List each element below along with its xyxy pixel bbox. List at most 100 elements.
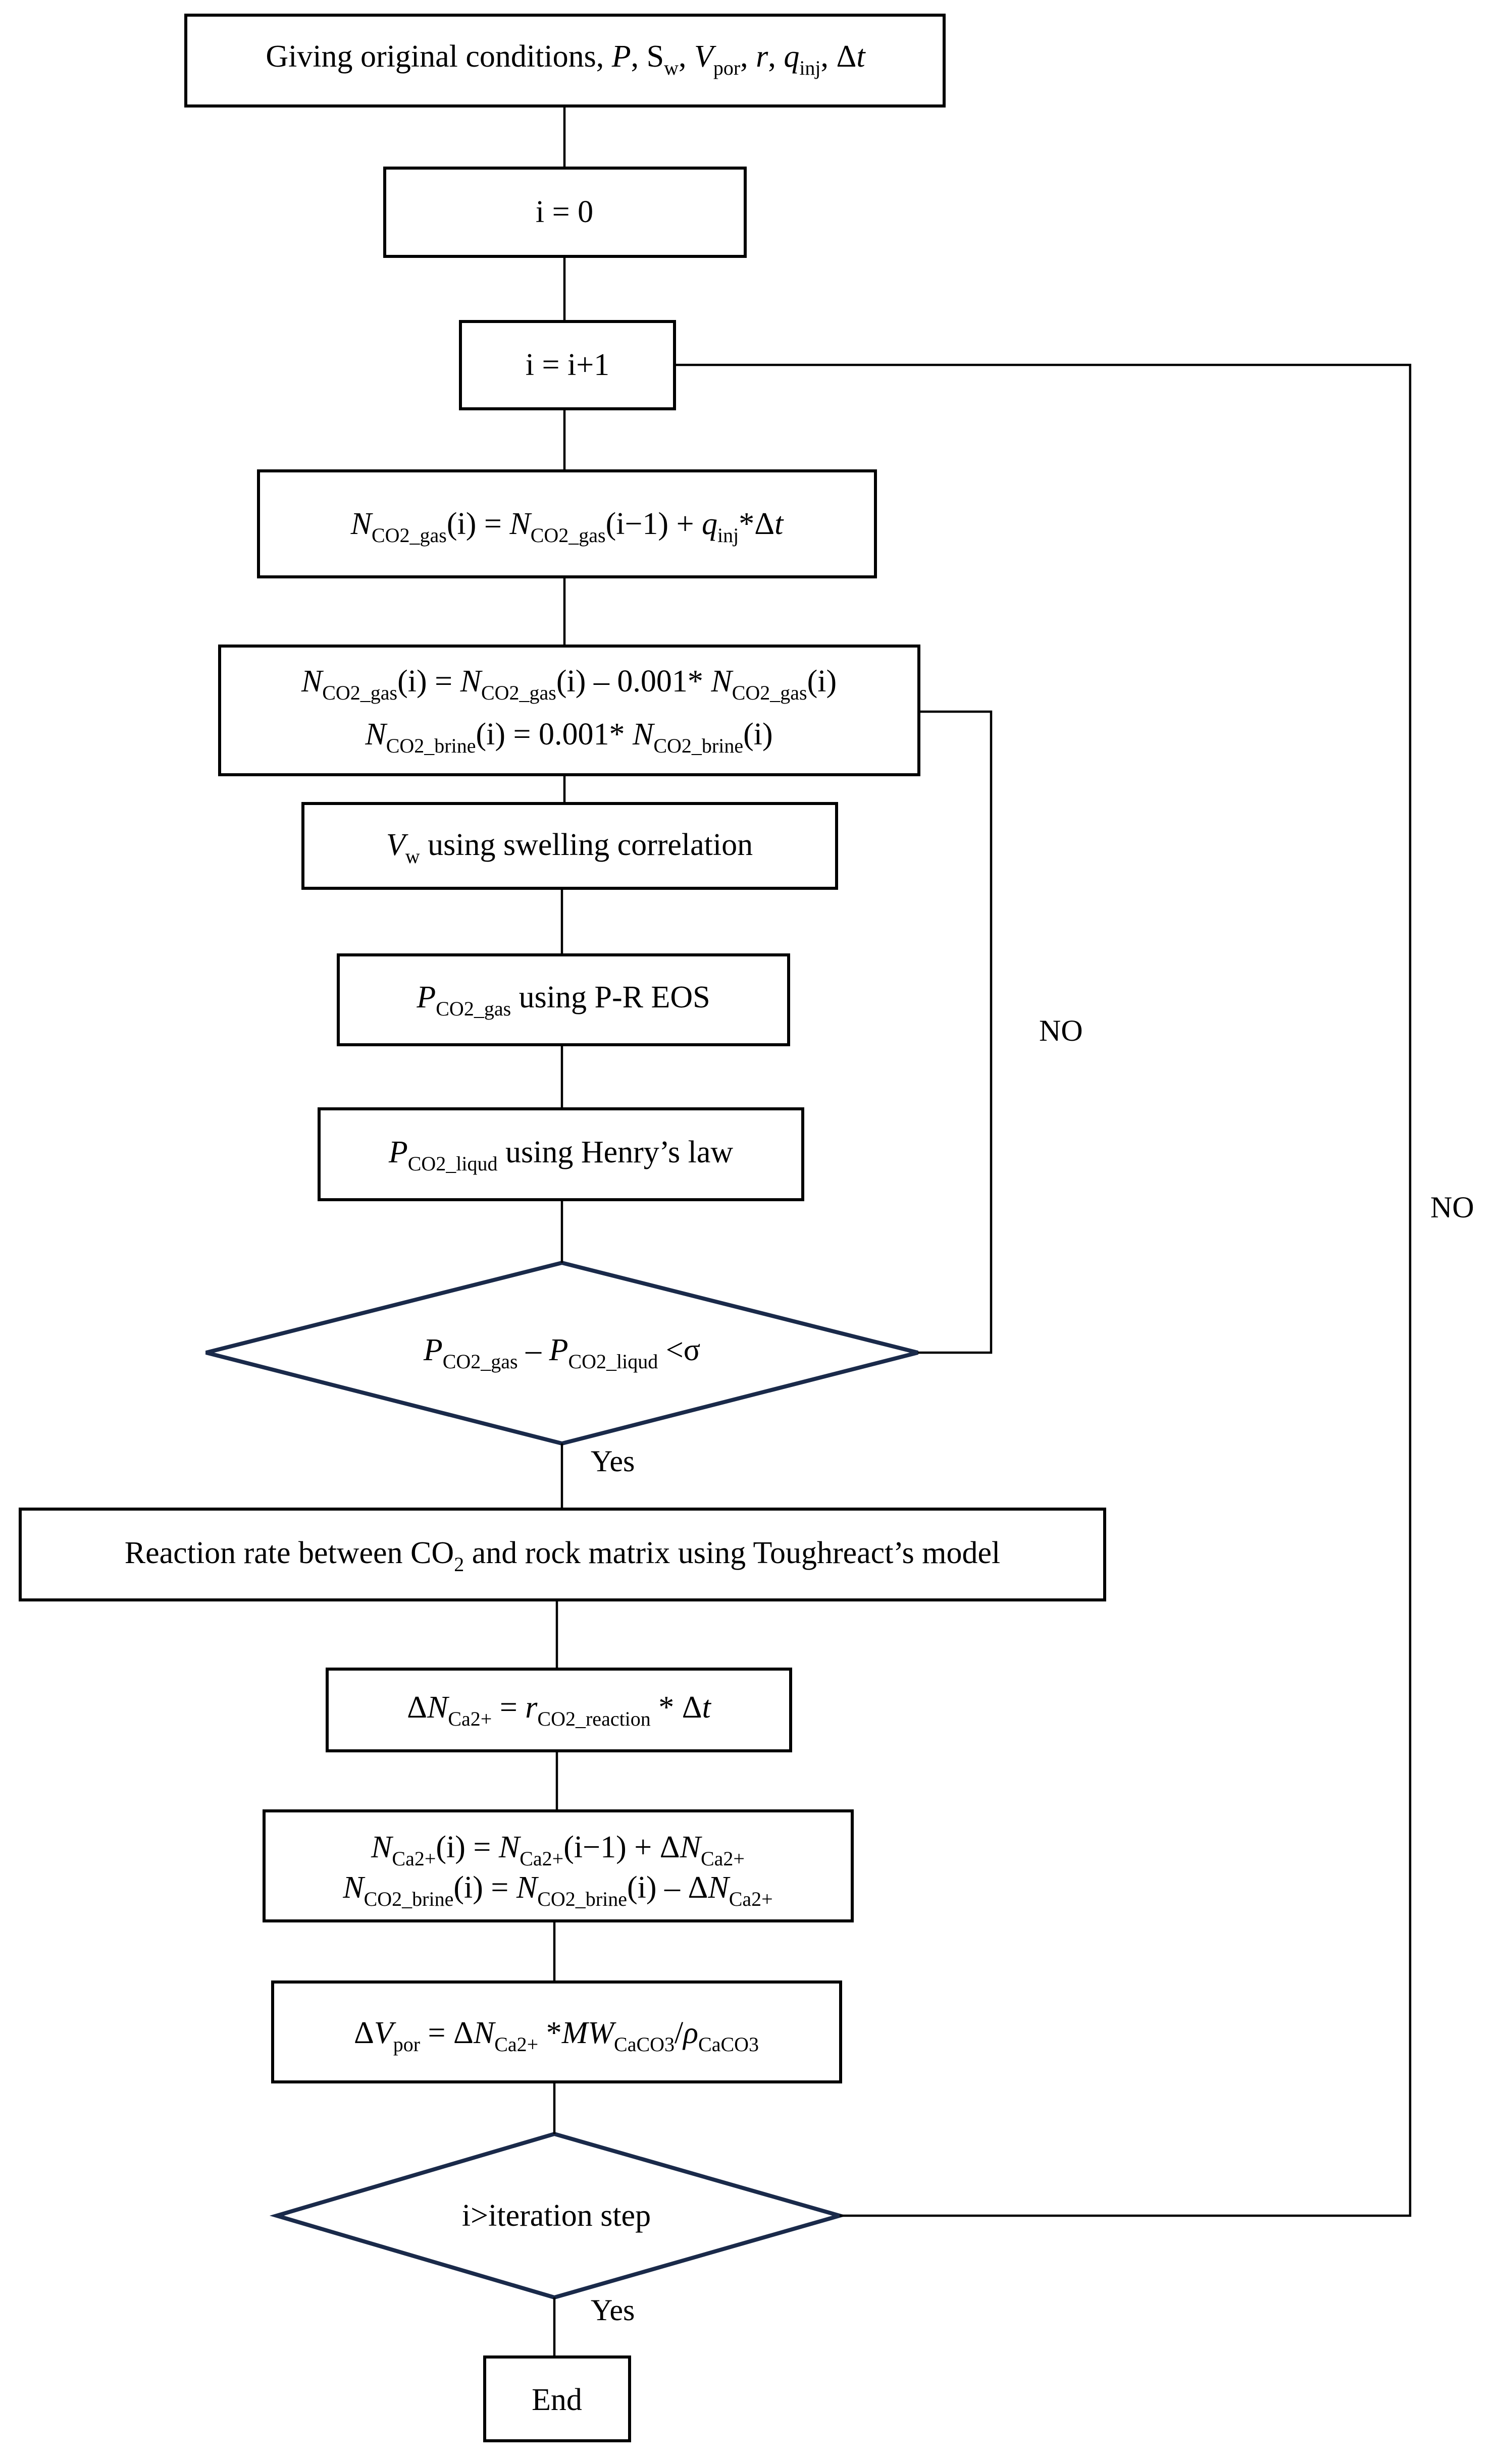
start-part: t [856, 39, 866, 74]
update-line2-part: N [342, 1870, 366, 1905]
reaction-part: and rock matrix using Toughreact’s model [464, 1536, 1000, 1570]
incr-i-part: i = i+1 [526, 348, 609, 382]
ca-update-box [263, 1809, 854, 1922]
transfer-line2-part: N [632, 717, 655, 752]
ca-update-text-line1: NCa2+(i) = NCa2+(i−1) + ΔNCa2+ [371, 1830, 745, 1870]
start-part: q [784, 39, 799, 74]
transfer-line1-part: CO2_gas [322, 681, 397, 704]
transfer-line2-part: CO2_brine [653, 734, 743, 757]
porosity-part: N [473, 2016, 496, 2050]
porosity-part: por [393, 2033, 420, 2056]
update-line2-part: CO2_brine [364, 1888, 454, 1910]
n-gas-update-text: NCO2_gas(i) = NCO2_gas(i−1) + qinj*Δt [350, 507, 785, 547]
delta-ca-text: ΔNCa2+ = rCO2_reaction * Δt [407, 1690, 712, 1730]
reaction-part: 2 [454, 1553, 464, 1576]
transfer-box [218, 645, 920, 776]
swelling-box [301, 802, 838, 890]
n-gas-part: *Δ [739, 507, 774, 541]
start-part: , [740, 39, 756, 74]
transfer-line2-part: N [365, 717, 388, 752]
no-outer-label: NO [1430, 1191, 1474, 1224]
update-line1-part: (i−1) + Δ [563, 1830, 680, 1864]
porosity-part: Δ [354, 2016, 374, 2050]
init-i-box [383, 167, 747, 258]
start-part: , Δ [821, 39, 857, 74]
start-part: Giving original conditions, [266, 39, 611, 74]
update-line1-part: Ca2+ [520, 1847, 563, 1870]
henry-part: CO2_liqud [408, 1152, 498, 1175]
iteration-check-text: i>iteration step [462, 2199, 651, 2233]
transfer-text-line2: NCO2_brine(i) = 0.001* NCO2_brine(i) [365, 717, 772, 757]
n-gas-part: CO2_gas [372, 524, 447, 547]
transfer-line1-part: CO2_gas [481, 681, 556, 704]
start-part: por [713, 57, 740, 79]
update-line1-part: N [371, 1830, 394, 1864]
transfer-line1-part: N [710, 664, 734, 699]
arrow-no-loop-inner [918, 710, 993, 1354]
start-part: V [694, 39, 716, 74]
connectors [553, 106, 1412, 2357]
update-line2-part: (i) – Δ [627, 1870, 708, 1905]
transfer-line1-part: N [301, 664, 324, 699]
n-gas-part: (i−1) + [606, 507, 702, 541]
start-part: , [768, 39, 784, 74]
transfer-line1-part: CO2_gas [732, 681, 807, 704]
transfer-line1-part: (i) – 0.001* [556, 664, 711, 699]
henry-part: P [388, 1135, 408, 1169]
update-line2-part: N [516, 1870, 539, 1905]
porosity-text: ΔVpor = ΔNCa2+ *MWCaCO3/ρCaCO3 [354, 2016, 759, 2056]
update-line2-part: (i) = [453, 1870, 516, 1905]
reaction-part: Reaction rate between CO [125, 1536, 454, 1570]
start-part: P [611, 39, 631, 74]
n-gas-update-box [257, 469, 877, 578]
start-part: w [664, 57, 679, 79]
swelling-part: w [405, 845, 420, 868]
reaction-text: Reaction rate between CO2 and rock matri… [125, 1536, 1001, 1576]
update-line2-part: N [707, 1870, 731, 1905]
transfer-line2-part: CO2_brine [386, 734, 476, 757]
henry-box [318, 1107, 804, 1201]
delta-ca-part: Δ [407, 1690, 427, 1725]
update-line1-part: Ca2+ [392, 1847, 436, 1870]
porosity-part: CaCO3 [614, 2033, 675, 2056]
update-line2-part: CO2_brine [537, 1888, 627, 1910]
delta-ca-part: = [492, 1690, 525, 1725]
pr-eos-text: PCO2_gas using P-R EOS [416, 980, 710, 1020]
delta-ca-part: * Δ [651, 1690, 702, 1725]
increment-i-box [459, 320, 676, 410]
yes-iteration-label: Yes [591, 2293, 635, 2327]
swelling-part: using swelling correlation [420, 828, 753, 862]
no-inner-label: NO [1039, 1014, 1083, 1047]
check-pressure-part: – [518, 1333, 549, 1367]
porosity-part: * [538, 2016, 562, 2050]
pr-eos-part: P [416, 980, 436, 1014]
init-i-text: i = 0 [536, 195, 593, 229]
check-pressure-part: CO2_liqud [568, 1350, 658, 1373]
end-part: End [532, 2383, 582, 2417]
n-gas-part: q [702, 507, 717, 541]
start-part: inj [799, 57, 820, 79]
porosity-box [271, 1980, 842, 2083]
transfer-line2-part: (i) = 0.001* [476, 717, 632, 752]
porosity-part: MW [561, 2016, 617, 2050]
transfer-line1-part: (i) = [397, 664, 460, 699]
update-line1-part: Ca2+ [701, 1847, 745, 1870]
check-pressure-part: P [549, 1333, 568, 1367]
end-box [483, 2355, 631, 2442]
start-box [184, 14, 946, 108]
henry-part: using Henry’s law [498, 1135, 734, 1169]
swelling-part: V [386, 828, 408, 862]
end-text: End [532, 2383, 582, 2417]
delta-ca-part: CO2_reaction [537, 1707, 650, 1730]
porosity-part: CaCO3 [698, 2033, 759, 2056]
delta-ca-part: t [702, 1690, 712, 1725]
delta-ca-part: Ca2+ [448, 1707, 492, 1730]
transfer-line1-part: (i) [807, 664, 837, 699]
check-pressure-part: <σ [658, 1333, 700, 1367]
yes-pressure-label: Yes [591, 1444, 635, 1478]
n-gas-part: N [509, 507, 532, 541]
arrow-no-loop-outer [675, 363, 1412, 2217]
pr-eos-part: CO2_gas [436, 997, 511, 1020]
n-gas-part: t [774, 507, 784, 541]
n-gas-part: (i) = [447, 507, 509, 541]
